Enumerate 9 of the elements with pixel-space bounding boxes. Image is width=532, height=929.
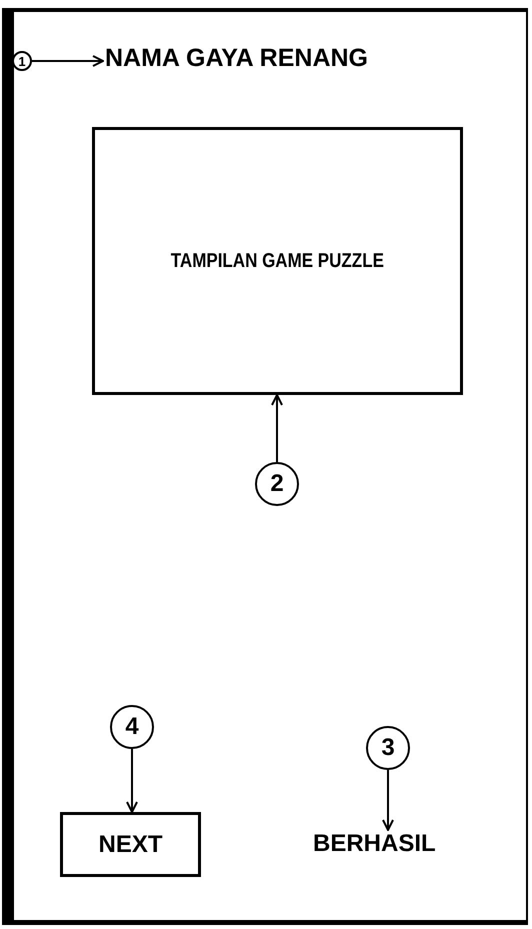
arrow bbox=[126, 749, 138, 813]
next-button: NEXT bbox=[60, 812, 201, 877]
panel-label: TAMPILAN GAME PUZZLE bbox=[170, 250, 384, 272]
arrow bbox=[271, 394, 283, 462]
arrow bbox=[382, 770, 394, 831]
status-text: BERHASIL bbox=[313, 830, 436, 858]
puzzle-panel bbox=[92, 127, 463, 395]
screen-title: NAMA GAYA RENANG bbox=[105, 44, 368, 73]
arrow bbox=[32, 55, 104, 67]
